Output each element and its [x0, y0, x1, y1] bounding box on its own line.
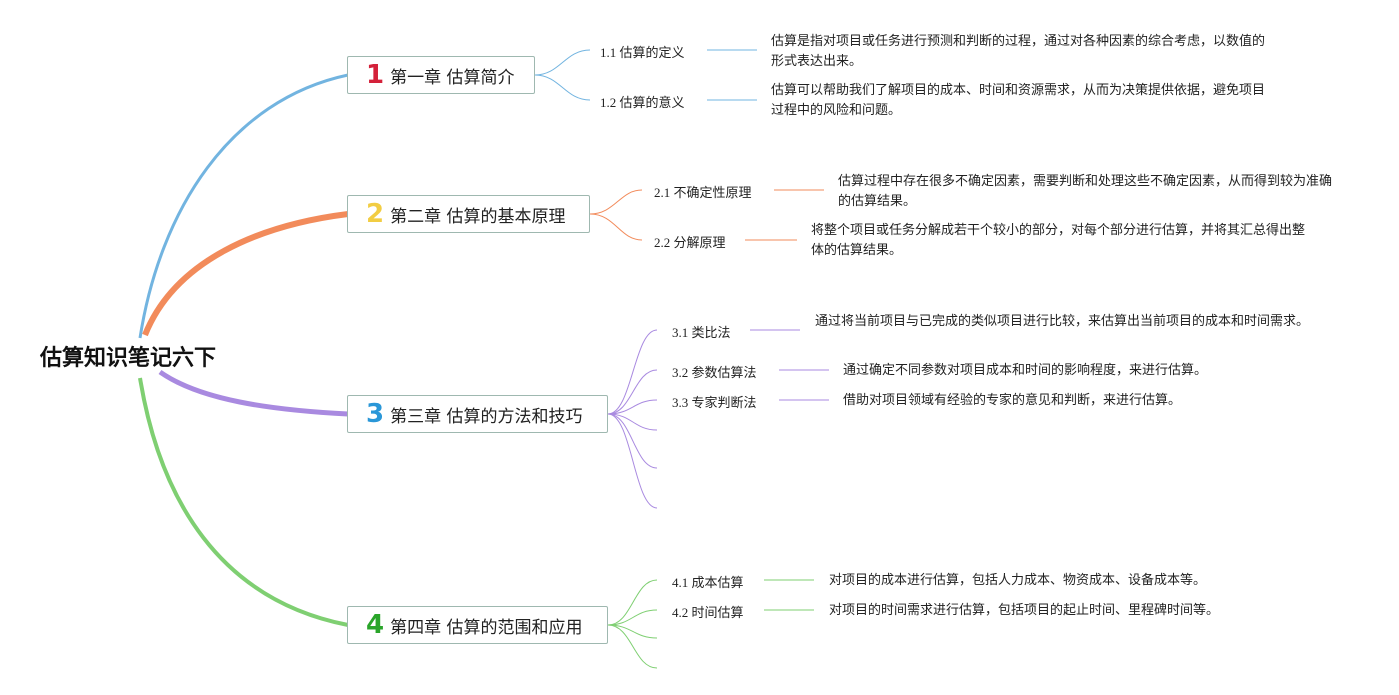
desc-2-2[interactable]: 将整个项目或任务分解成若干个较小的部分，对每个部分进行估算，并将其汇总得出整体的… — [811, 223, 1306, 258]
subbranch-2-1 — [589, 189, 643, 215]
number-2-icon: 2 — [366, 199, 385, 229]
chapter-3-node[interactable]: 3 第三章 估算的方法和技巧 — [347, 395, 608, 433]
branch-ch1 — [138, 73, 349, 339]
number-3-icon: 3 — [366, 399, 385, 429]
desc-3-3[interactable]: 借助对项目领域有经验的专家的意见和判断，来进行估算。 — [843, 393, 1182, 408]
topic-1-2[interactable]: 1.2 估算的意义 — [600, 95, 685, 110]
branch-ch3 — [158, 369, 349, 417]
branch-ch2 — [142, 211, 349, 337]
branch-ch4 — [138, 377, 349, 627]
desc-3-2[interactable]: 通过确定不同参数对项目成本和时间的影响程度，来进行估算。 — [843, 363, 1208, 378]
chapter-1-title: 第一章 估算简介 — [390, 67, 515, 88]
desc-1-1[interactable]: 估算是指对项目或任务进行预测和判断的过程，通过对各种因素的综合考虑，以数值的形式… — [771, 34, 1266, 69]
chapter-4-title: 第四章 估算的范围和应用 — [390, 617, 583, 638]
topic-4-2[interactable]: 4.2 时间估算 — [672, 605, 744, 620]
desc-4-1[interactable]: 对项目的成本进行估算，包括人力成本、物资成本、设备成本等。 — [829, 573, 1207, 588]
subbranch-3-1 — [607, 329, 658, 415]
subbranch-3-3 — [607, 399, 658, 415]
topic-2-1[interactable]: 2.1 不确定性原理 — [654, 185, 752, 200]
topic-2-2[interactable]: 2.2 分解原理 — [654, 235, 726, 250]
subbranch-3-2 — [607, 369, 658, 415]
chapter-4-node[interactable]: 4 第四章 估算的范围和应用 — [347, 606, 608, 644]
subbranch-4-1 — [607, 579, 658, 626]
subbranch-1-2 — [534, 74, 591, 101]
chapter-1-node[interactable]: 1 第一章 估算简介 — [347, 56, 535, 94]
root-topic[interactable]: 估算知识笔记六下 — [40, 346, 217, 371]
chapter-2-node[interactable]: 2 第二章 估算的基本原理 — [347, 195, 590, 233]
desc-1-2[interactable]: 估算可以帮助我们了解项目的成本、时间和资源需求，从而为决策提供依据，避免项目过程… — [771, 83, 1266, 118]
number-4-icon: 4 — [366, 610, 385, 640]
topic-3-2[interactable]: 3.2 参数估算法 — [672, 365, 757, 380]
chapter-2-title: 第二章 估算的基本原理 — [390, 206, 566, 227]
number-1-icon: 1 — [366, 60, 385, 90]
topic-3-3[interactable]: 3.3 专家判断法 — [672, 395, 757, 410]
topic-1-1[interactable]: 1.1 估算的定义 — [600, 45, 685, 60]
topic-4-1[interactable]: 4.1 成本估算 — [672, 575, 744, 590]
chapter-3-title: 第三章 估算的方法和技巧 — [390, 406, 583, 427]
subbranch-4-2 — [607, 609, 658, 626]
desc-4-2[interactable]: 对项目的时间需求进行估算，包括项目的起止时间、里程碑时间等。 — [829, 603, 1220, 618]
subbranch-3-empty-3 — [607, 413, 658, 509]
topic-3-1[interactable]: 3.1 类比法 — [672, 325, 731, 340]
desc-3-1[interactable]: 通过将当前项目与已完成的类似项目进行比较，来估算出当前项目的成本和时间需求。 — [815, 314, 1310, 329]
desc-2-1[interactable]: 估算过程中存在很多不确定因素，需要判断和处理这些不确定因素，从而得到较为准确的估… — [838, 174, 1333, 209]
subbranch-1-1 — [534, 49, 591, 76]
subbranch-2-2 — [589, 213, 643, 241]
subbranch-3-empty-2 — [607, 413, 658, 469]
subbranch-4-empty-2 — [607, 624, 658, 669]
subbranch-3-empty-1 — [607, 413, 658, 431]
